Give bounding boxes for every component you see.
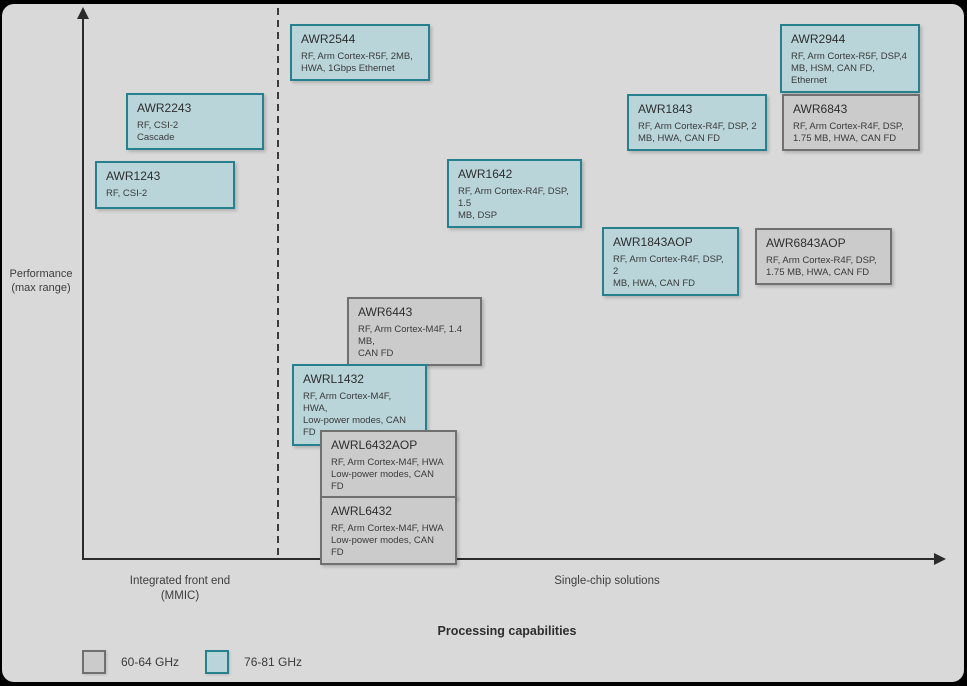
chip-name: AWRL1432	[303, 372, 364, 386]
chip-name: AWRL6432	[331, 504, 392, 518]
legend: 60-64 GHz 76-81 GHz	[82, 650, 302, 674]
chip-name: AWR1642	[458, 167, 513, 181]
chip-description: RF, Arm Cortex-R4F, DSP, 2 MB, HWA, CAN …	[638, 121, 757, 145]
chip-name: AWRL6432AOP	[331, 438, 418, 452]
x-region-label-right: Single-chip solutions	[554, 575, 660, 587]
x-axis-title: Processing capabilities	[437, 624, 577, 638]
legend-item-teal: 76-81 GHz	[205, 650, 302, 674]
diagram-panel: Performance (max range) Integrated front…	[2, 4, 964, 682]
y-axis-label: Performance (max range)	[4, 268, 78, 296]
chip-description: RF, CSI-2 Cascade	[137, 120, 179, 144]
chip-description: RF, Arm Cortex-R4F, DSP, 1.5 MB, DSP	[458, 186, 569, 222]
chip-description: RF, Arm Cortex-M4F, HWA Low-power modes,…	[331, 457, 444, 493]
x-axis-arrow-icon	[934, 553, 946, 565]
chip-description: RF, Arm Cortex-M4F, HWA Low-power modes,…	[331, 523, 444, 559]
legend-item-gray: 60-64 GHz	[82, 650, 179, 674]
chip-box-awrl6432aop: AWRL6432AOP RF, Arm Cortex-M4F, HWA Low-p…	[320, 430, 457, 500]
x-axis-line	[82, 558, 936, 560]
chip-description: RF, Arm Cortex-M4F, 1.4 MB, CAN FD	[358, 324, 462, 360]
chip-name: AWR6843	[793, 102, 848, 116]
chip-description: RF, Arm Cortex-R5F, 2MB, HWA, 1Gbps Ethe…	[301, 51, 413, 75]
chip-name: AWR2243	[137, 101, 192, 115]
chip-name: AWR2944	[791, 32, 846, 46]
y-axis-line	[82, 18, 84, 559]
legend-label: 60-64 GHz	[121, 655, 180, 669]
x-region-label-left: Integrated front end (MMIC)	[110, 574, 250, 604]
y-axis-arrow-icon	[77, 7, 89, 19]
chip-name: AWR6843AOP	[766, 236, 846, 250]
y-axis-label-line1: Performance	[9, 268, 73, 280]
chip-description: RF, Arm Cortex-R4F, DSP, 1.75 MB, HWA, C…	[766, 255, 877, 279]
legend-label: 76-81 GHz	[244, 655, 303, 669]
chip-description: RF, CSI-2	[106, 188, 148, 199]
legend-swatch-gray	[82, 650, 106, 674]
chip-description: RF, Arm Cortex-R4F, DSP, 1.75 MB, HWA, C…	[793, 121, 904, 145]
chip-description: RF, Arm Cortex-M4F, HWA, Low-power modes…	[303, 391, 406, 439]
chip-description: RF, Arm Cortex-R4F, DSP, 2 MB, HWA, CAN …	[613, 254, 724, 290]
chip-box-awr6843aop: AWR6843AOP RF, Arm Cortex-R4F, DSP, 1.75 …	[755, 228, 892, 286]
x-region-label-left-line2: (MMIC)	[160, 589, 200, 602]
chip-name: AWR1243	[106, 169, 161, 183]
chip-name: AWR2544	[301, 32, 356, 46]
chip-box-awr1843aop: AWR1843AOP RF, Arm Cortex-R4F, DSP, 2 MB,…	[602, 227, 739, 297]
chip-name: AWR6443	[358, 305, 413, 319]
chip-name: AWR1843	[638, 102, 693, 116]
chip-name: AWR1843AOP	[613, 235, 693, 249]
x-region-label-left-line1: Integrated front end	[129, 575, 231, 587]
dashed-divider-line	[277, 8, 279, 560]
legend-swatch-teal	[205, 650, 230, 674]
y-axis-label-line2: (max range)	[11, 281, 71, 294]
chip-description: RF, Arm Cortex-R5F, DSP,4 MB, HSM, CAN F…	[791, 51, 907, 87]
